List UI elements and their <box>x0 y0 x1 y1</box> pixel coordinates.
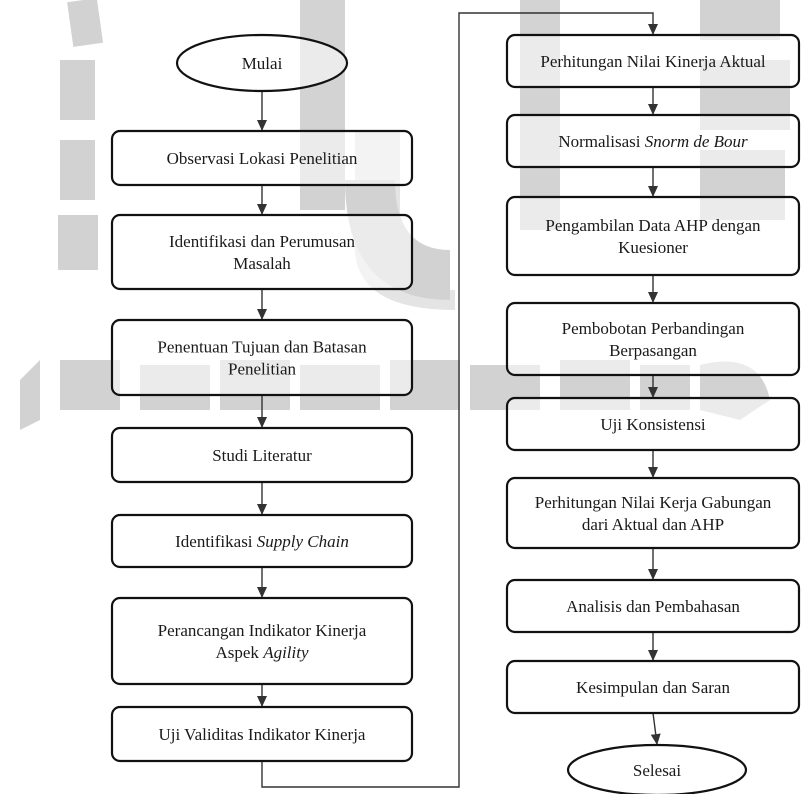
node-observasi: Observasi Lokasi Penelitian <box>110 129 414 187</box>
process-box <box>110 426 414 484</box>
terminal-shape <box>566 743 748 794</box>
node-uji-validitas: Uji Validitas Indikator Kinerja <box>110 705 414 763</box>
process-box <box>505 396 801 452</box>
node-label: Analisis dan Pembahasan <box>566 597 740 616</box>
node-label: Penentuan Tujuan dan Batasan <box>157 338 367 357</box>
node-label: Masalah <box>233 254 291 273</box>
node-label: Uji Validitas Indikator Kinerja <box>159 725 366 744</box>
node-label: Pengambilan Data AHP dengan <box>545 216 761 235</box>
node-label: Mulai <box>242 54 283 73</box>
node-label: Kesimpulan dan Saran <box>576 678 730 697</box>
node-label: Identifikasi dan Perumusan <box>169 232 356 251</box>
node-label: Perancangan Indikator Kinerja <box>158 621 367 640</box>
process-box <box>505 113 801 169</box>
column-connector-arrow <box>261 12 658 788</box>
node-analisis: Analisis dan Pembahasan <box>505 578 801 634</box>
node-label: Identifikasi Supply Chain <box>175 532 349 551</box>
process-box <box>110 596 414 686</box>
node-kesimpulan: Kesimpulan dan Saran <box>505 659 801 715</box>
node-perhitungan-aktual: Perhitungan Nilai Kinerja Aktual <box>505 33 801 89</box>
node-label: Perhitungan Nilai Kerja Gabungan <box>535 493 772 512</box>
process-box <box>505 301 801 377</box>
node-label: Aspek Agility <box>215 643 308 662</box>
process-box <box>505 33 801 89</box>
node-identifikasi-supply-chain: Identifikasi Supply Chain <box>110 513 414 569</box>
node-label: Pembobotan Perbandingan <box>562 319 745 338</box>
node-label: Uji Konsistensi <box>600 415 706 434</box>
node-label: Kuesioner <box>618 238 688 257</box>
process-box <box>505 659 801 715</box>
node-selesai: Selesai <box>566 743 748 794</box>
node-uji-konsistensi: Uji Konsistensi <box>505 396 801 452</box>
arrow-kesimpulan-to-selesai <box>650 712 661 745</box>
process-box <box>110 213 414 291</box>
process-box <box>505 195 801 277</box>
process-box <box>505 578 801 634</box>
node-normalisasi: Normalisasi Snorm de Bour <box>505 113 801 169</box>
node-label: Perhitungan Nilai Kinerja Aktual <box>540 52 765 71</box>
process-box <box>110 129 414 187</box>
node-label: dari Aktual dan AHP <box>582 515 724 534</box>
node-label: Penelitian <box>228 360 296 379</box>
process-box <box>110 513 414 569</box>
process-box <box>110 318 414 397</box>
terminal-shape <box>175 33 349 93</box>
process-box <box>505 476 801 550</box>
process-box <box>110 705 414 763</box>
node-label: Studi Literatur <box>212 446 312 465</box>
node-label: Selesai <box>633 761 681 780</box>
flow-arrows <box>257 12 661 788</box>
node-perhitungan-gabungan: Perhitungan Nilai Kerja Gabungan dari Akt… <box>505 476 801 550</box>
node-mulai: Mulai <box>175 33 349 93</box>
node-label: Observasi Lokasi Penelitian <box>167 149 358 168</box>
node-label: Normalisasi Snorm de Bour <box>558 132 748 151</box>
node-studi-literatur: Studi Literatur <box>110 426 414 484</box>
node-label: Berpasangan <box>609 341 697 360</box>
